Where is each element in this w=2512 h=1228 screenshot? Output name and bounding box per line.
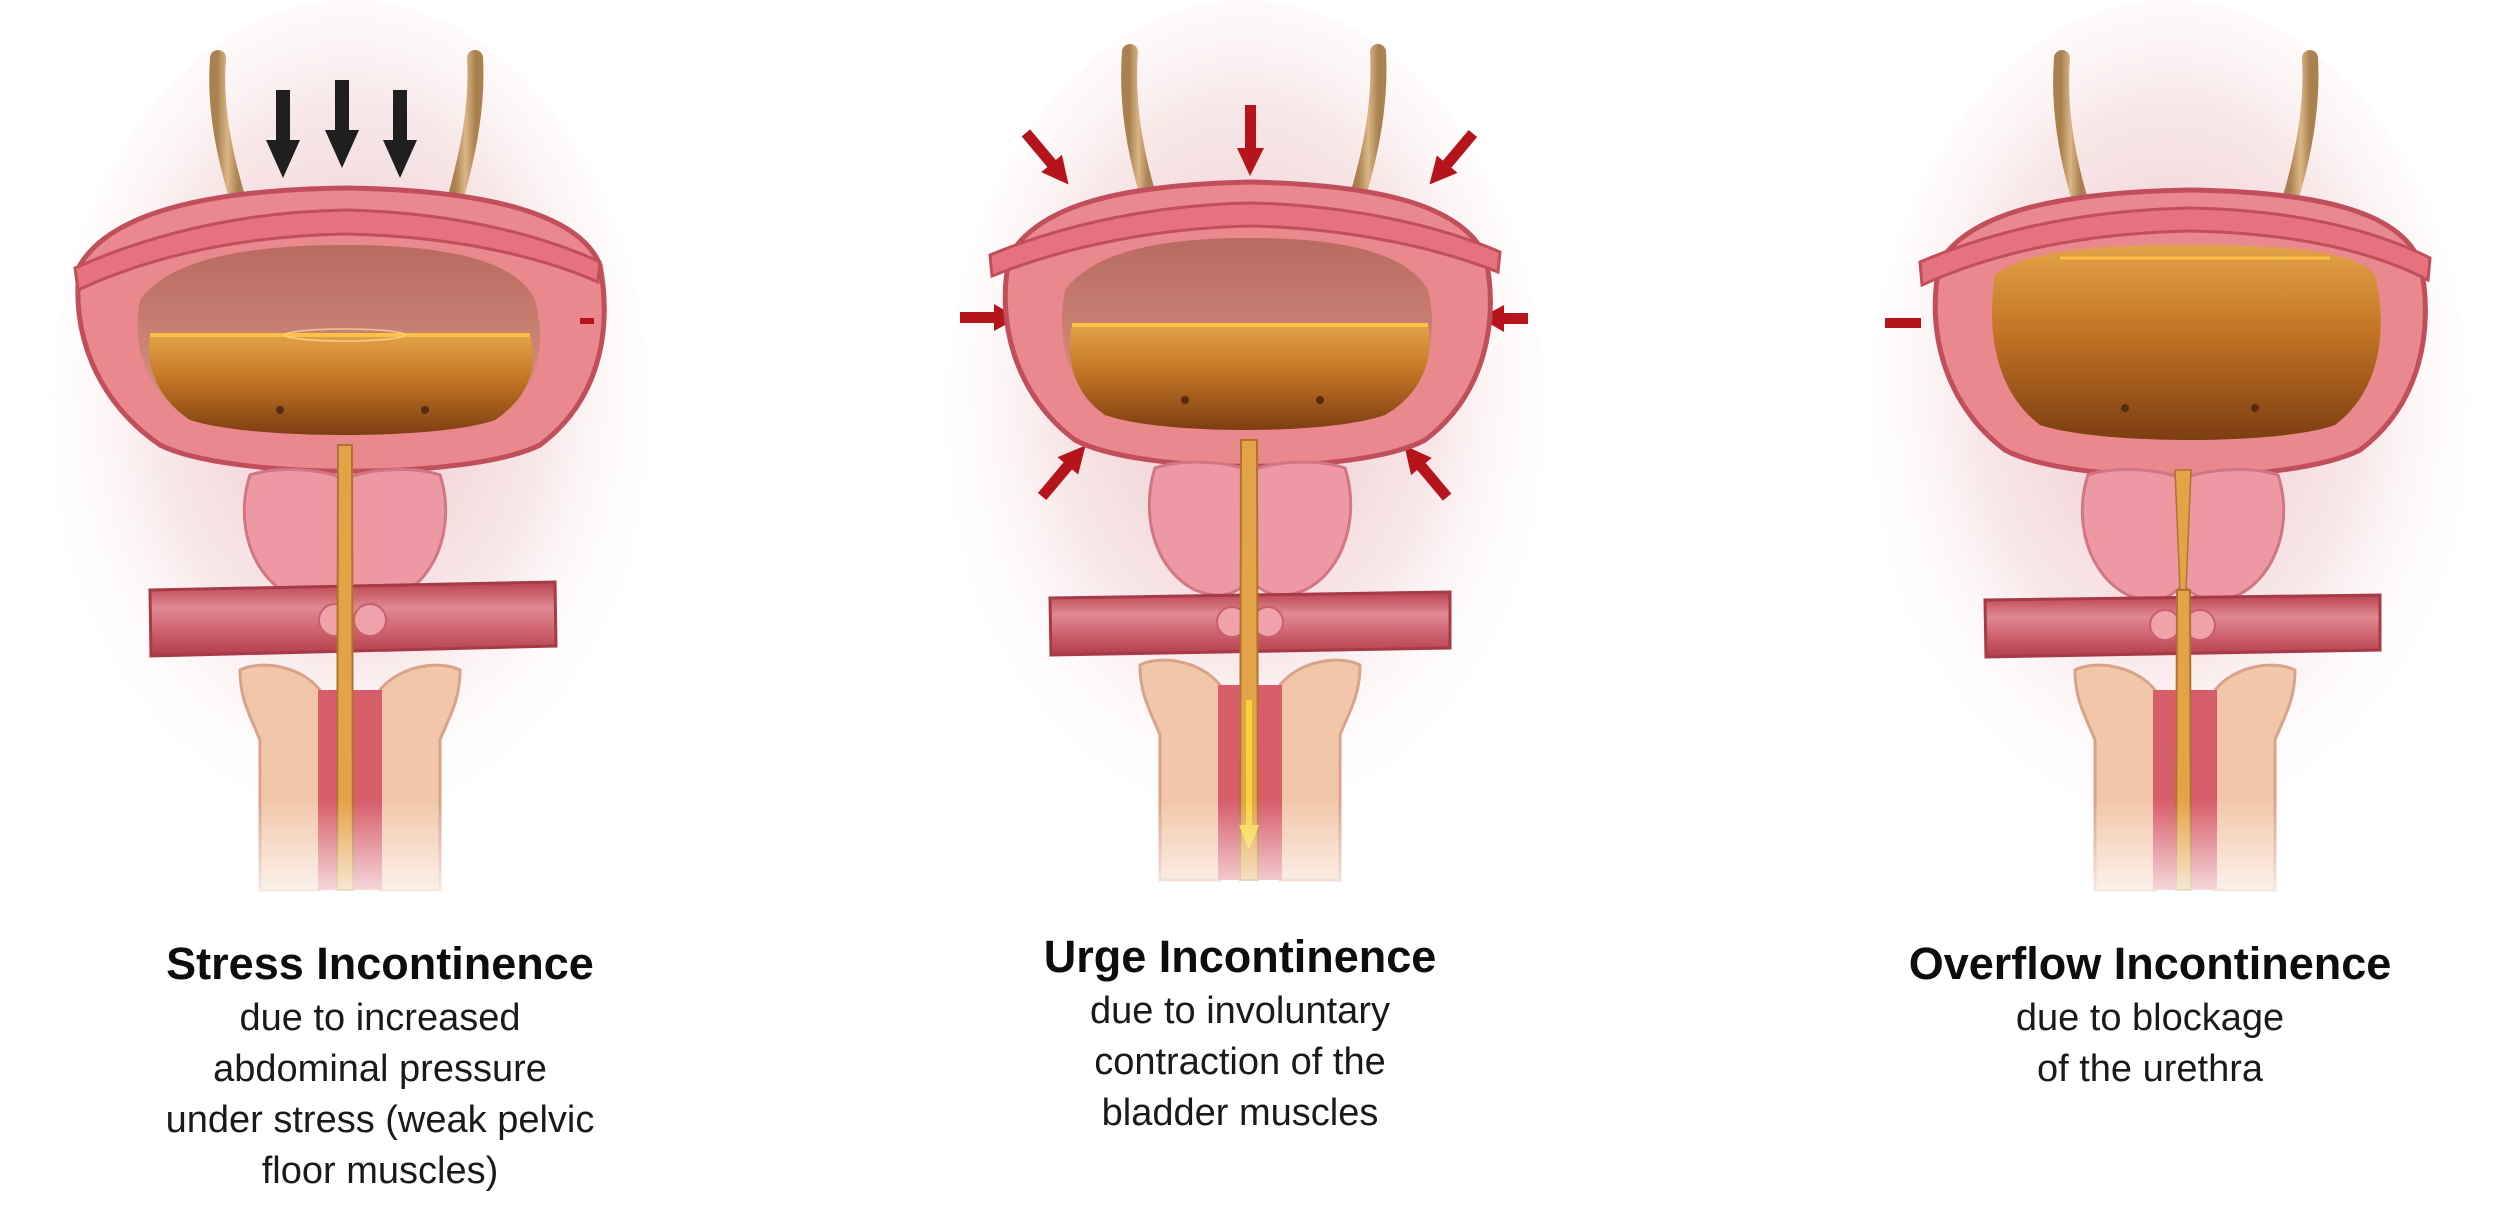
pressure-arrows <box>266 80 417 178</box>
description-line: bladder muscles <box>1101 1092 1379 1134</box>
description-line: contraction of the <box>1094 1041 1386 1083</box>
right-ureter <box>447 50 484 208</box>
right-ureter <box>2282 50 2319 208</box>
description-line: floor muscles) <box>261 1150 499 1192</box>
description-line: under stress (weak pelvic <box>165 1099 595 1141</box>
panel-title: Urge Incontinence <box>1043 931 1437 982</box>
right-ureter <box>1350 44 1387 203</box>
left-ureteral-orifice <box>1181 396 1189 404</box>
description-line: abdominal pressure <box>213 1048 547 1090</box>
sphincter-left <box>2149 609 2181 641</box>
left-ureteral-orifice <box>2121 404 2129 412</box>
panel-stress-incontinence: Stress Incontinence due to increased abd… <box>0 0 760 1228</box>
right-ureteral-orifice <box>2251 404 2259 412</box>
right-ureteral-orifice <box>421 406 429 414</box>
description-line: due to involuntary <box>1090 990 1390 1032</box>
urine <box>1069 325 1430 430</box>
urine <box>1992 245 2381 440</box>
left-ureteral-orifice <box>276 406 284 414</box>
left-ureter <box>209 50 246 208</box>
pressure-mark <box>1885 318 1921 328</box>
pressure-mark <box>580 318 594 324</box>
sphincter-right <box>353 603 387 637</box>
left-ureter <box>1121 44 1156 203</box>
peritoneum-fold <box>988 201 1502 279</box>
stress-bladder-illustration <box>50 0 660 920</box>
urge-bladder-illustration <box>945 0 1570 920</box>
peritoneum-fold <box>1918 206 2432 288</box>
description-line: of the urethra <box>2036 1048 2264 1090</box>
left-ureter <box>2053 50 2088 208</box>
panel-overflow-incontinence: Overflow Incontinence due to blockage of… <box>1770 0 2512 1228</box>
overflow-bladder-illustration <box>1870 0 2480 920</box>
urine <box>149 335 534 435</box>
stress-caption: Stress Incontinence due to increased abd… <box>0 935 760 1197</box>
overflow-caption: Overflow Incontinence due to blockage of… <box>1770 935 2512 1095</box>
panel-title: Stress Incontinence <box>166 938 594 989</box>
description-line: due to blockage <box>2015 997 2285 1039</box>
panel-title: Overflow Incontinence <box>1908 938 2392 989</box>
panel-urge-incontinence: Urge Incontinence due to involuntary con… <box>860 0 1620 1228</box>
peritoneum-fold <box>73 208 602 293</box>
contraction-arrows <box>960 105 1528 501</box>
right-ureteral-orifice <box>1316 396 1324 404</box>
urge-caption: Urge Incontinence due to involuntary con… <box>860 928 1620 1139</box>
description-line: due to increased <box>239 997 521 1039</box>
